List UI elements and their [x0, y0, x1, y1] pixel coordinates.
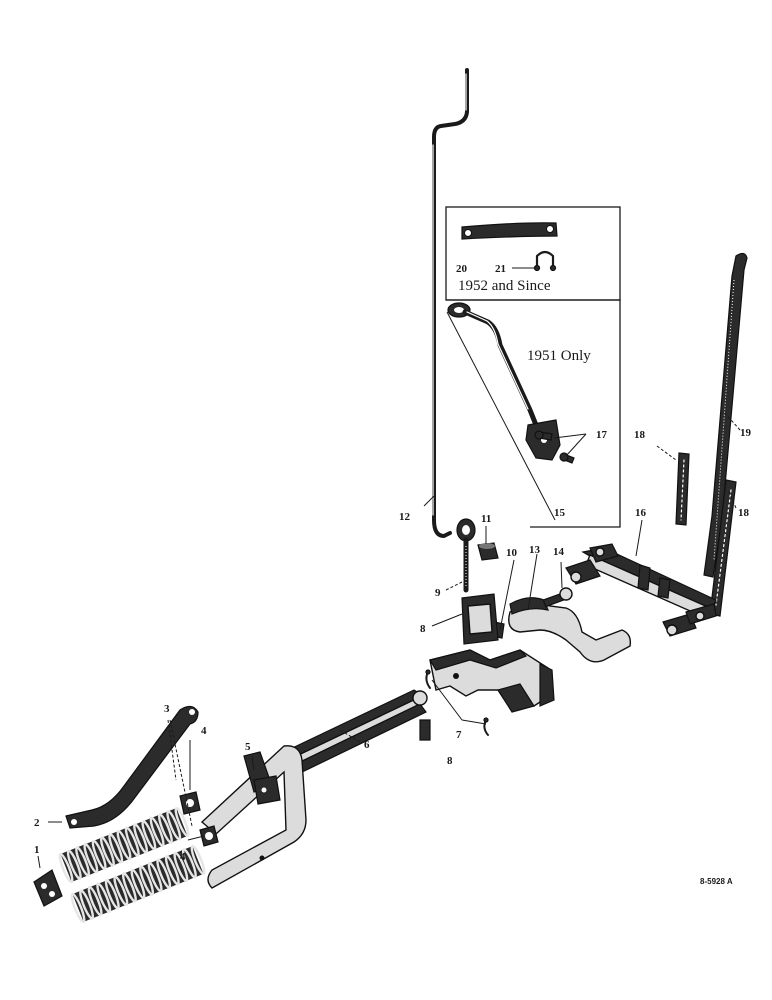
- part-20-link: [461, 222, 558, 240]
- callout-13: 13: [529, 544, 541, 556]
- part-15-arm: [447, 302, 561, 461]
- spring-coil: [157, 813, 173, 844]
- inset-1952-and-since: 1952 and Since: [445, 206, 621, 301]
- part-18-strap-right: [709, 479, 737, 617]
- spring-coil: [133, 823, 149, 854]
- part-19-strap: [703, 252, 748, 578]
- callout-19: 19: [740, 427, 752, 439]
- part-4-nut-upper: [179, 791, 201, 815]
- spring-coil: [149, 816, 165, 848]
- part-11-nut: [477, 542, 499, 561]
- callout-8-lower: 8: [447, 755, 453, 767]
- part-4-nut-lower: [199, 825, 219, 847]
- part-3-springs: [58, 806, 206, 924]
- spring-coil: [174, 806, 190, 838]
- spring-coil: [121, 872, 137, 903]
- part-17-bolts: [534, 430, 575, 464]
- spring-coil: [166, 810, 182, 841]
- part-6-long-bar: [282, 689, 431, 775]
- callout-labels: 1 2 3 4 4 5 6 7 8 9 10 11 12 13 14 15 16…: [34, 263, 752, 863]
- spring-coil: [181, 848, 197, 879]
- spring-body: [72, 846, 204, 922]
- inset-caption-1951: 1951 Only: [527, 348, 591, 364]
- inset-caption-1952: 1952 and Since: [458, 278, 551, 294]
- callout-4-upper: 4: [201, 725, 207, 737]
- callout-11: 11: [481, 513, 491, 525]
- spring-coil: [87, 885, 103, 917]
- callout-10: 10: [506, 547, 518, 559]
- callout-21: 21: [495, 263, 506, 275]
- spring-coil: [99, 836, 115, 867]
- part-9-eyebolt: [456, 518, 476, 593]
- part-1-plate: [33, 869, 63, 907]
- callout-3: 3: [164, 703, 170, 715]
- spring-coil: [91, 839, 107, 871]
- spring-coil: [66, 849, 82, 880]
- spring-coil: [108, 833, 124, 864]
- callout-20: 20: [456, 263, 468, 275]
- spring-coil: [141, 819, 157, 851]
- part-18-strap-left: [675, 452, 690, 526]
- callout-14: 14: [553, 546, 565, 558]
- spring-coil: [83, 842, 99, 874]
- callout-5: 5: [245, 741, 251, 753]
- inset-1951-only: 1951 Only: [446, 299, 621, 528]
- spring-coil: [173, 851, 189, 883]
- part-2-bent-bar: [65, 705, 199, 829]
- callout-12: 12: [399, 511, 411, 523]
- callout-17: 17: [596, 429, 608, 441]
- spring-coil: [116, 829, 132, 861]
- callout-7: 7: [456, 729, 462, 741]
- part-16-crossbar: [565, 543, 717, 637]
- callout-2: 2: [34, 817, 40, 829]
- callout-15: 15: [554, 507, 566, 519]
- part-21-clip: [533, 250, 557, 272]
- spring-coil: [190, 844, 206, 876]
- spring-coil: [113, 875, 129, 907]
- spring-coil: [130, 868, 146, 900]
- spring-coil: [70, 892, 86, 924]
- spring-coil: [156, 858, 172, 889]
- callout-16: 16: [635, 507, 647, 519]
- callout-18-left: 18: [634, 429, 646, 441]
- part-14-bolt: [542, 587, 573, 608]
- part-5-u-bracket: [200, 745, 307, 889]
- spring-coil: [164, 855, 180, 886]
- spring-coil: [139, 865, 155, 896]
- spring-coil: [96, 882, 112, 913]
- part-8-bracket: [429, 593, 555, 713]
- part-7-cotter-pins: [425, 669, 489, 736]
- leader-lines: [37, 267, 741, 869]
- callout-8: 8: [420, 623, 426, 635]
- spring-coil: [147, 861, 163, 893]
- callout-1: 1: [34, 844, 40, 856]
- callout-4-lower: 4: [180, 851, 186, 863]
- part-12-rod: [432, 68, 469, 538]
- spring-coil: [79, 889, 95, 920]
- spring-coil: [75, 846, 91, 877]
- spring-body: [60, 808, 188, 882]
- callout-9: 9: [435, 587, 441, 599]
- reference-number: 8-5928 A: [700, 877, 733, 886]
- callout-6: 6: [364, 739, 370, 751]
- callout-18-right: 18: [738, 507, 750, 519]
- part-13-curved-arm: [508, 597, 632, 663]
- spring-coil: [124, 826, 140, 857]
- spring-coil: [58, 852, 74, 884]
- spring-coil: [104, 879, 120, 910]
